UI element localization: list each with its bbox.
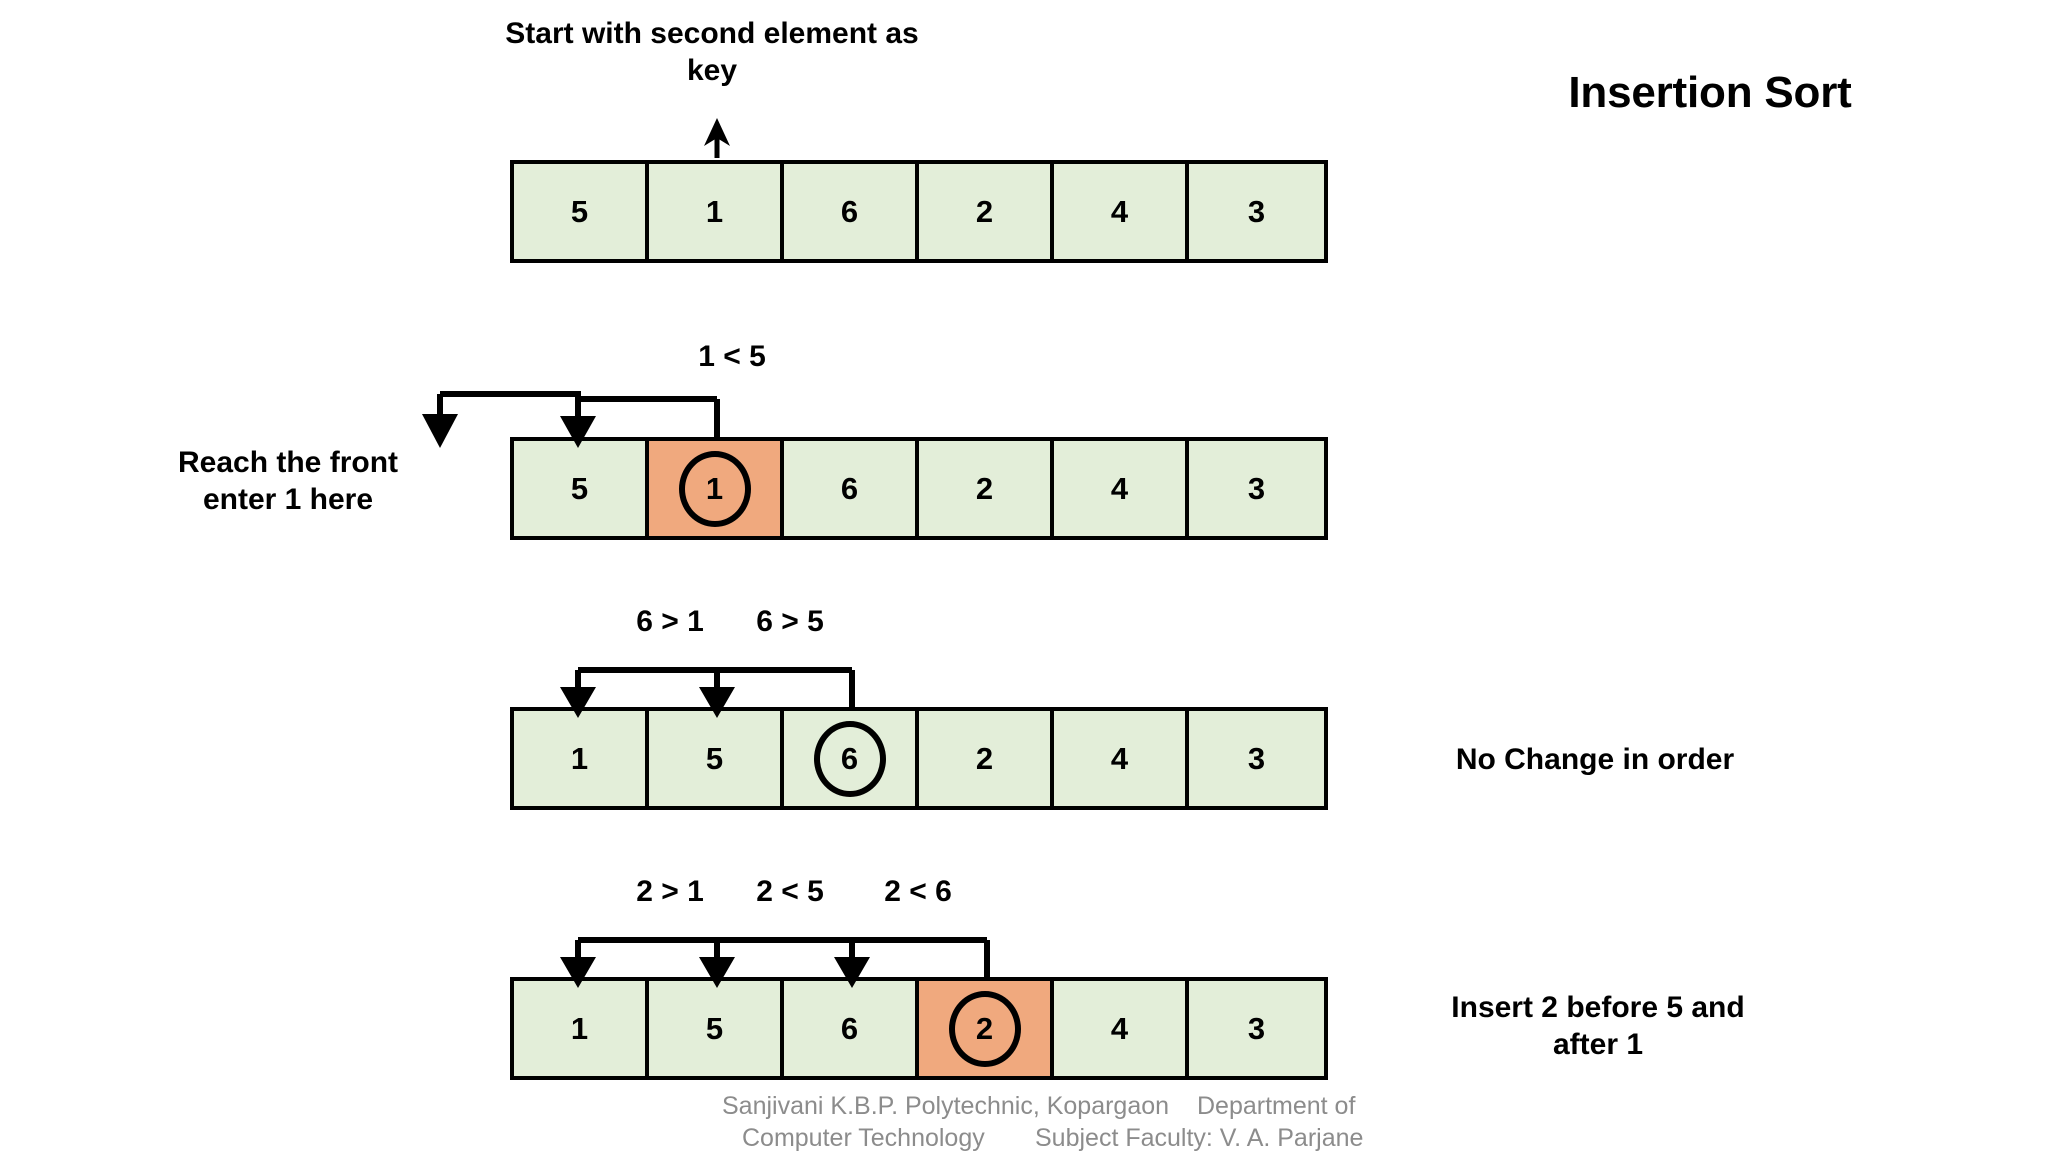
step-4-comparison-3: 2 < 6 xyxy=(884,875,952,908)
step-4-result-label: Insert 2 before 5 and after 1 xyxy=(1451,991,1745,1061)
cell-value: 1 xyxy=(705,193,724,229)
page-title: Insertion Sort xyxy=(1568,68,1852,117)
array-cell-key[interactable]: 2 xyxy=(919,981,1054,1076)
cell-value: 3 xyxy=(1247,740,1266,776)
cell-value: 3 xyxy=(1247,1010,1266,1046)
footer-faculty: Subject Faculty: V. A. Parjane xyxy=(1035,1124,1364,1152)
array-cell-key[interactable]: 6 xyxy=(784,711,919,806)
array-cell[interactable]: 6 xyxy=(784,981,919,1076)
array-cell[interactable]: 5 xyxy=(649,981,784,1076)
cell-value: 4 xyxy=(1110,193,1129,229)
step-4-comparison-2: 2 < 5 xyxy=(756,875,824,908)
cell-value: 6 xyxy=(840,1010,859,1046)
cell-value: 5 xyxy=(705,740,724,776)
array-cell[interactable]: 3 xyxy=(1189,981,1324,1076)
cell-value: 3 xyxy=(1247,193,1266,229)
footer-department: Department of xyxy=(1197,1092,1356,1120)
cell-value: 2 xyxy=(975,193,994,229)
array-cell[interactable]: 2 xyxy=(919,164,1054,259)
step-3-comparison-2: 6 > 5 xyxy=(756,605,824,638)
cell-value: 4 xyxy=(1110,740,1129,776)
array-cell[interactable]: 5 xyxy=(649,711,784,806)
array-row-step-1: 5 1 6 2 4 3 xyxy=(510,160,1328,263)
cell-value: 5 xyxy=(570,193,589,229)
array-cell[interactable]: 3 xyxy=(1189,164,1324,259)
array-row-step-2: 5 1 6 2 4 3 xyxy=(510,437,1328,540)
cell-value: 5 xyxy=(570,470,589,506)
cell-value: 1 xyxy=(705,470,724,506)
array-cell[interactable]: 3 xyxy=(1189,711,1324,806)
array-cell[interactable]: 5 xyxy=(514,441,649,536)
step-1-key-arrow xyxy=(704,118,730,158)
array-cell-key[interactable]: 1 xyxy=(649,441,784,536)
cell-value: 4 xyxy=(1110,470,1129,506)
array-cell[interactable]: 4 xyxy=(1054,981,1189,1076)
step-4-comparison-1: 2 > 1 xyxy=(636,875,704,908)
array-cell[interactable]: 6 xyxy=(784,164,919,259)
cell-value: 3 xyxy=(1247,470,1266,506)
array-row-step-3: 1 5 6 2 4 3 xyxy=(510,707,1328,810)
array-cell[interactable]: 4 xyxy=(1054,711,1189,806)
footer-department-name: Computer Technology xyxy=(742,1124,985,1152)
cell-value: 1 xyxy=(570,740,589,776)
array-cell[interactable]: 1 xyxy=(649,164,784,259)
cell-value: 2 xyxy=(975,740,994,776)
array-cell[interactable]: 1 xyxy=(514,981,649,1076)
array-cell[interactable]: 2 xyxy=(919,441,1054,536)
step-3-comparison-1: 6 > 1 xyxy=(636,605,704,638)
cell-value: 5 xyxy=(705,1010,724,1046)
array-cell[interactable]: 2 xyxy=(919,711,1054,806)
array-cell[interactable]: 4 xyxy=(1054,441,1189,536)
cell-value: 6 xyxy=(840,193,859,229)
array-cell[interactable]: 5 xyxy=(514,164,649,259)
array-cell[interactable]: 1 xyxy=(514,711,649,806)
cell-value: 2 xyxy=(975,470,994,506)
step-1-note: Start with second element as key xyxy=(505,17,919,87)
step-3-result-label: No Change in order xyxy=(1455,743,1735,776)
array-row-step-4: 1 5 6 2 4 3 xyxy=(510,977,1328,1080)
footer-institution: Sanjivani K.B.P. Polytechnic, Kopargaon xyxy=(722,1092,1170,1120)
cell-value: 6 xyxy=(840,740,859,776)
cell-value: 6 xyxy=(840,470,859,506)
step-2-note: Reach the front enter 1 here xyxy=(177,446,399,516)
array-cell[interactable]: 6 xyxy=(784,441,919,536)
cell-value: 2 xyxy=(975,1010,994,1046)
step-2-comparison-1: 1 < 5 xyxy=(698,340,766,373)
cell-value: 4 xyxy=(1110,1010,1129,1046)
cell-value: 1 xyxy=(570,1010,589,1046)
array-cell[interactable]: 4 xyxy=(1054,164,1189,259)
array-cell[interactable]: 3 xyxy=(1189,441,1324,536)
